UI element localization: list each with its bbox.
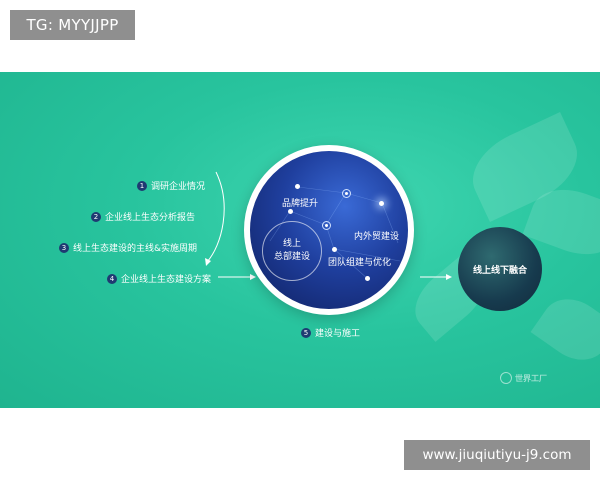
inner-label-line2: 总部建设	[273, 252, 310, 262]
hub-item-brand: 品牌提升	[282, 199, 319, 209]
arrowhead	[205, 258, 211, 266]
left-curve-arrow	[206, 171, 225, 263]
central-hub-circle: 品牌提升 内外贸建设 团队组建与优化 线上 总部建设	[244, 145, 414, 315]
step-4: 4 企业线上生态建设方案	[107, 272, 211, 285]
step-label: 企业线上生态分析报告	[105, 213, 196, 223]
node-dot	[379, 201, 384, 206]
node-dot	[288, 209, 293, 214]
watermark-text: 世界工厂	[515, 373, 547, 383]
step-number: 2	[91, 211, 101, 222]
hub-item-team: 团队组建与优化	[328, 258, 392, 268]
step-number: 1	[137, 180, 147, 191]
node-dot	[332, 247, 337, 252]
node-dot	[295, 184, 300, 189]
step-2: 2 企业线上生态分析报告	[91, 210, 195, 223]
inner-circle: 线上 总部建设	[262, 221, 322, 281]
tg-label: TG: MYYJJPP	[10, 10, 135, 40]
step-label: 企业线上生态建设方案	[121, 275, 212, 285]
arrowhead	[446, 274, 452, 280]
logo-icon	[500, 372, 512, 384]
node-ring-dot	[342, 189, 351, 198]
arrowhead	[250, 274, 256, 280]
url-label: www.jiuqiutiyu-j9.com	[404, 440, 590, 470]
step-5: 5 建设与施工	[301, 326, 360, 339]
inner-label-line1: 线上	[282, 239, 301, 249]
step-label: 调研企业情况	[151, 182, 206, 192]
step-3: 3 线上生态建设的主线&实施周期	[59, 241, 197, 254]
hub-item-trade: 内外贸建设	[354, 232, 400, 242]
step-label: 线上生态建设的主线&实施周期	[73, 244, 198, 254]
watermark-logo: 世界工厂	[500, 372, 547, 384]
step-number: 4	[107, 273, 117, 284]
result-circle: 线上线下融合	[458, 227, 542, 311]
step-label: 建设与施工	[315, 329, 361, 339]
result-label: 线上线下融合	[472, 265, 527, 276]
node-dot	[365, 276, 370, 281]
step-1: 1 调研企业情况	[137, 179, 205, 192]
step-number: 5	[301, 327, 311, 338]
step-number: 3	[59, 242, 69, 253]
node-ring-dot	[322, 221, 331, 230]
